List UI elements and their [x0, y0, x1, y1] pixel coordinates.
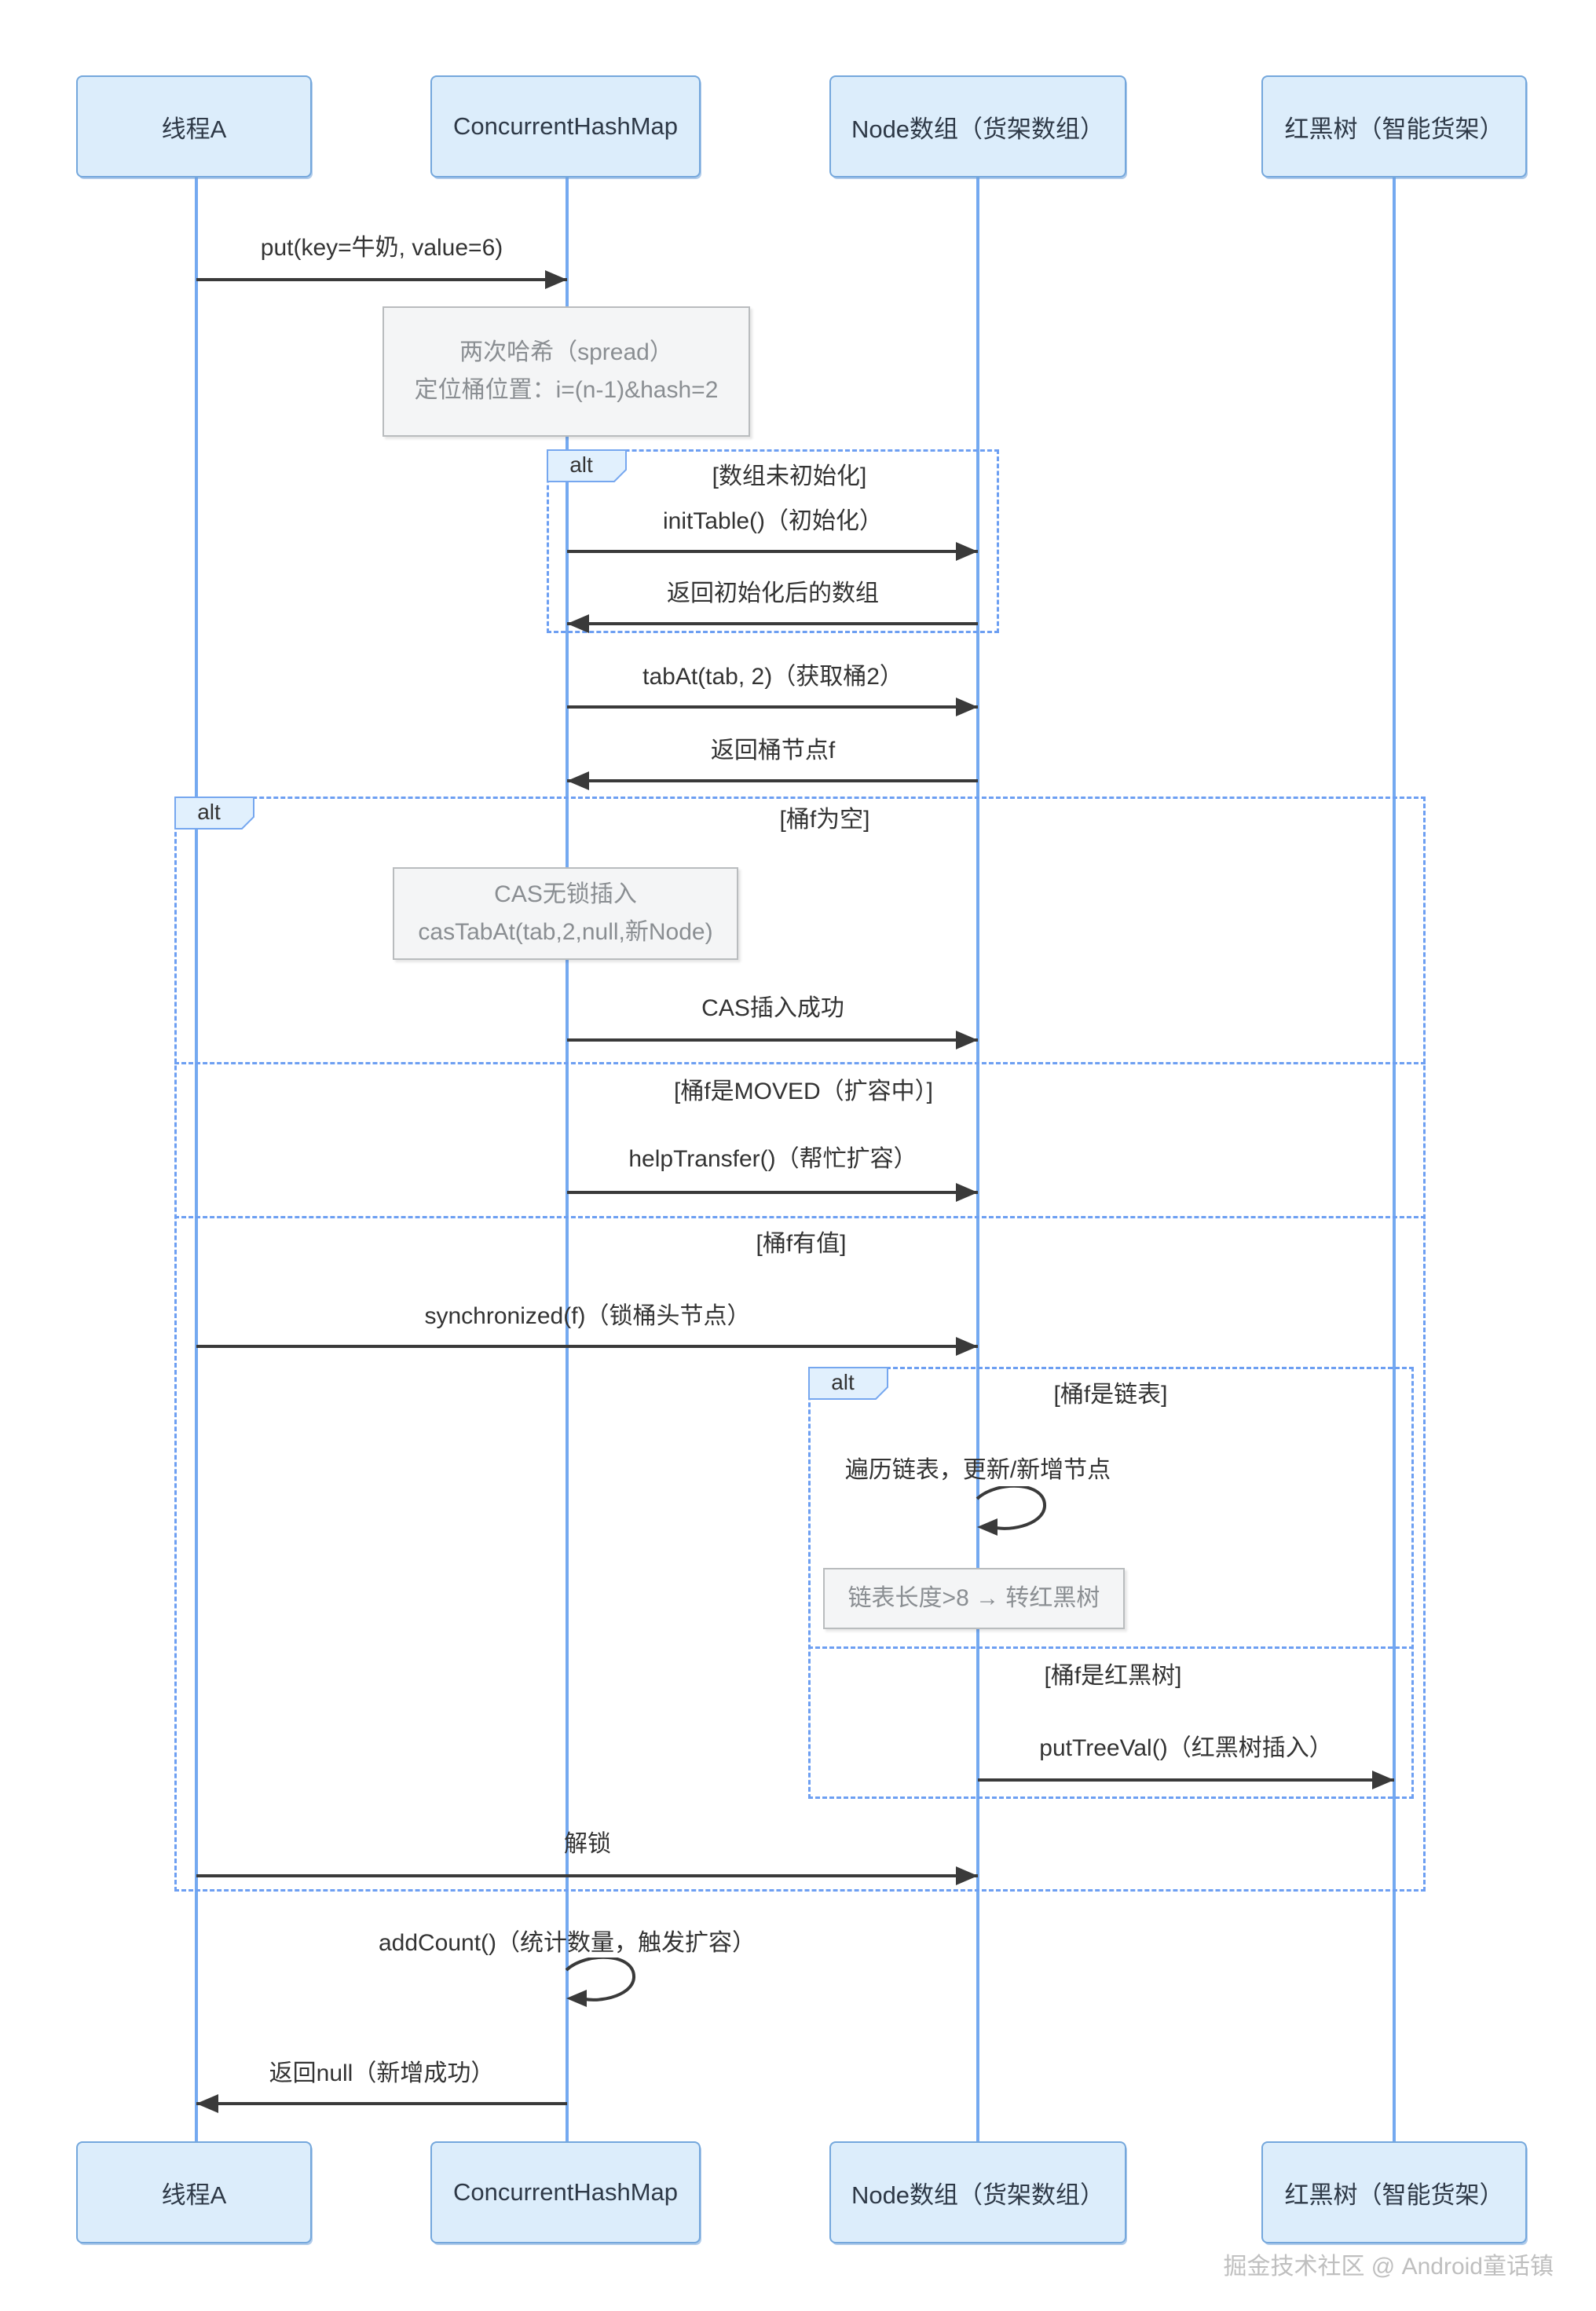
message-arrow-help-transfer: [567, 1183, 978, 1202]
participant-bottom-node-array: Node数组（货架数组）: [829, 2141, 1126, 2243]
message-arrow-init-table: [567, 542, 978, 561]
participant-label: 线程A: [161, 115, 227, 143]
alt-fragment-chain: [808, 1367, 1414, 1799]
alt-tab-shape: [547, 449, 627, 482]
alt-tab-shape: [808, 1367, 888, 1400]
arrowhead-right-icon: [956, 542, 978, 561]
alt-condition-linked-list: [桶f是链表]: [1053, 1382, 1168, 1408]
message-arrow-unlock: [196, 1866, 978, 1885]
arrowhead-left-icon: [196, 2094, 218, 2113]
message-label-put: put(key=牛奶, value=6): [260, 235, 503, 261]
message-arrow-put: [196, 270, 567, 289]
message-arrow-cas-success: [567, 1031, 978, 1049]
message-label-put-tree-val: putTreeVal()（红黑树插入）: [1039, 1735, 1333, 1761]
alt-operator-label: alt: [197, 800, 221, 824]
alt-operator-label: alt: [569, 452, 593, 477]
arrowhead-right-icon: [1372, 1771, 1394, 1789]
alt-operator-label: alt: [831, 1370, 855, 1394]
participant-bottom-concurrenthashmap: ConcurrentHashMap: [430, 2141, 701, 2243]
alt-tab-shape: [174, 797, 254, 830]
alt-condition-uninitialized: [数组未初始化]: [712, 463, 867, 489]
message-arrow-return-inited: [567, 614, 978, 633]
message-label-init-table: initTable()（初始化）: [662, 508, 884, 534]
participant-label: Node数组（货架数组）: [851, 115, 1105, 143]
message-label-tab-at: tabAt(tab, 2)（获取桶2）: [642, 664, 903, 690]
message-label-help-transfer: helpTransfer()（帮忙扩容）: [628, 1146, 917, 1172]
message-label-cas-success: CAS插入成功: [701, 995, 844, 1021]
alt-operator-tab: alt: [808, 1367, 888, 1400]
message-arrow-synchronized: [196, 1337, 978, 1356]
participant-label: 红黑树（智能货架）: [1284, 115, 1504, 143]
participant-top-thread-a: 线程A: [76, 75, 312, 178]
message-label-add-count: addCount()（统计数量，触发扩容）: [378, 1930, 756, 1956]
watermark: 掘金技术社区 @ Android童话镇: [1223, 2254, 1554, 2280]
arrowhead-right-icon: [956, 1031, 978, 1049]
alt-condition-bucket-nonempty: [桶f有值]: [756, 1231, 847, 1257]
message-arrow-tab-at: [567, 698, 978, 716]
note-cas-insert: CAS无锁插入 casTabAt(tab,2,null,新Node): [393, 867, 738, 960]
message-arrow-return-bucket: [567, 771, 978, 790]
arrowhead-right-icon: [956, 1866, 978, 1885]
message-label-return-bucket: 返回桶节点f: [710, 738, 836, 764]
message-label-unlock: 解锁: [564, 1831, 611, 1857]
message-arrow-return-null: [196, 2094, 567, 2113]
participant-label: ConcurrentHashMap: [452, 112, 679, 140]
self-loop-arrow-icon: [976, 1486, 1047, 1536]
alt-fragment-init: [547, 449, 999, 633]
message-label-return-null: 返回null（新增成功）: [269, 2060, 495, 2086]
alt-operator-tab: alt: [174, 797, 254, 830]
alt-condition-red-black-tree: [桶f是红黑树]: [1044, 1663, 1182, 1689]
lifeline-node-array: [976, 178, 979, 2141]
alt-divider-moved: [174, 1062, 1426, 1064]
participant-top-rbtree: 红黑树（智能货架）: [1261, 75, 1527, 178]
participant-top-node-array: Node数组（货架数组）: [829, 75, 1126, 178]
participant-bottom-rbtree: 红黑树（智能货架）: [1261, 2141, 1527, 2243]
note-line: 定位桶位置：i=(n-1)&hash=2: [414, 377, 719, 403]
message-label-synchronized: synchronized(f)（锁桶头节点）: [424, 1303, 751, 1329]
arrowhead-left-icon: [567, 771, 589, 790]
participant-label: Node数组（货架数组）: [851, 2181, 1105, 2209]
alt-fragment-bucket: [174, 797, 1426, 1892]
arrowhead-right-icon: [956, 1337, 978, 1356]
lifeline-thread-a: [195, 178, 198, 2141]
alt-condition-bucket-moved: [桶f是MOVED（扩容中）]: [673, 1079, 934, 1104]
alt-operator-tab: alt: [547, 449, 627, 482]
arrowhead-right-icon: [956, 698, 978, 716]
participant-label: 红黑树（智能货架）: [1284, 2181, 1504, 2209]
lifeline-rbtree: [1393, 178, 1396, 2141]
lifeline-concurrenthashmap: [566, 178, 569, 2141]
note-line: 两次哈希（spread）: [459, 339, 673, 365]
note-line: casTabAt(tab,2,null,新Node): [418, 919, 713, 945]
alt-condition-bucket-empty: [桶f为空]: [779, 807, 870, 833]
alt-divider-nonempty: [174, 1216, 1426, 1218]
note-line: 链表长度>8 → 转红黑树: [847, 1585, 1100, 1611]
note-treeify: 链表长度>8 → 转红黑树: [823, 1568, 1125, 1629]
arrowhead-right-icon: [956, 1183, 978, 1202]
note-spread-hash: 两次哈希（spread） 定位桶位置：i=(n-1)&hash=2: [383, 306, 750, 437]
alt-divider-rbtree: [808, 1646, 1414, 1649]
self-loop-arrow-icon: [565, 1958, 636, 2007]
participant-bottom-thread-a: 线程A: [76, 2141, 312, 2243]
arrowhead-left-icon: [567, 614, 589, 633]
participant-label: 线程A: [161, 2181, 227, 2209]
note-line: CAS无锁插入: [494, 881, 637, 907]
message-label-traverse: 遍历链表，更新/新增节点: [844, 1457, 1111, 1483]
message-label-return-inited: 返回初始化后的数组: [667, 580, 879, 606]
message-arrow-put-tree-val: [978, 1771, 1394, 1789]
participant-label: ConcurrentHashMap: [452, 2178, 679, 2206]
participant-top-concurrenthashmap: ConcurrentHashMap: [430, 75, 701, 178]
arrowhead-right-icon: [545, 270, 567, 289]
